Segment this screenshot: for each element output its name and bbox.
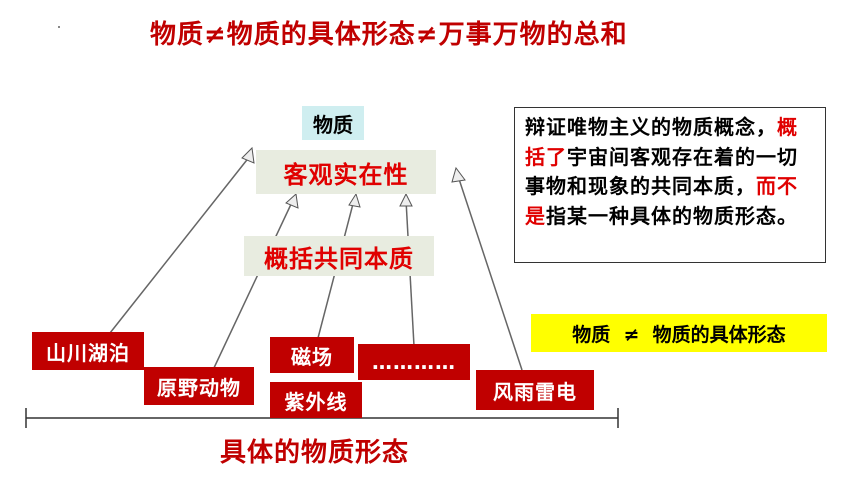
arrowhead-4: [399, 192, 413, 207]
definition-highlight-1: 概括了: [525, 115, 798, 169]
definition-text-2: 宇宙间客观存在着的一切事物和现象的共同本质，: [525, 144, 798, 199]
common-essence-box: 概括共同本质: [244, 236, 434, 276]
arrowhead-1: [241, 146, 255, 164]
arrow-line-1: [109, 155, 251, 334]
inequality-box: 物质 ≠ 物质的具体形态: [531, 314, 827, 352]
example-mountains-rivers: 山川湖泊: [32, 332, 144, 370]
example-wind-rain-thunder: 风雨雷电: [476, 370, 594, 410]
concrete-forms-label: 具体的物质形态: [220, 438, 410, 468]
stray-dot: [58, 26, 60, 28]
page-title: 物质≠物质的具体形态≠万事万物的总和: [150, 20, 628, 50]
definition-text-3: 指某一种具体的物质形态。: [546, 203, 798, 228]
example-ellipsis: …………: [358, 344, 470, 380]
matter-box: 物质: [302, 106, 364, 140]
example-magnetic-field: 磁场: [270, 337, 354, 373]
definition-highlight-2: 而不是: [525, 174, 798, 228]
definition-box: 辩证唯物主义的物质概念，概括了宇宙间客观存在着的一切事物和现象的共同本质，而不是…: [514, 107, 826, 263]
objective-reality-box: 客观实在性: [256, 150, 436, 194]
example-wilds-animals: 原野动物: [144, 367, 254, 405]
arrowhead-5: [451, 166, 466, 183]
definition-text-1: 辩证唯物主义的物质概念，: [525, 115, 777, 139]
arrowhead-3: [348, 192, 361, 208]
arrowhead-2: [285, 193, 299, 209]
arrow-line-2: [212, 199, 294, 371]
arrow-line-5: [457, 175, 523, 371]
example-ultraviolet: 紫外线: [270, 382, 362, 418]
